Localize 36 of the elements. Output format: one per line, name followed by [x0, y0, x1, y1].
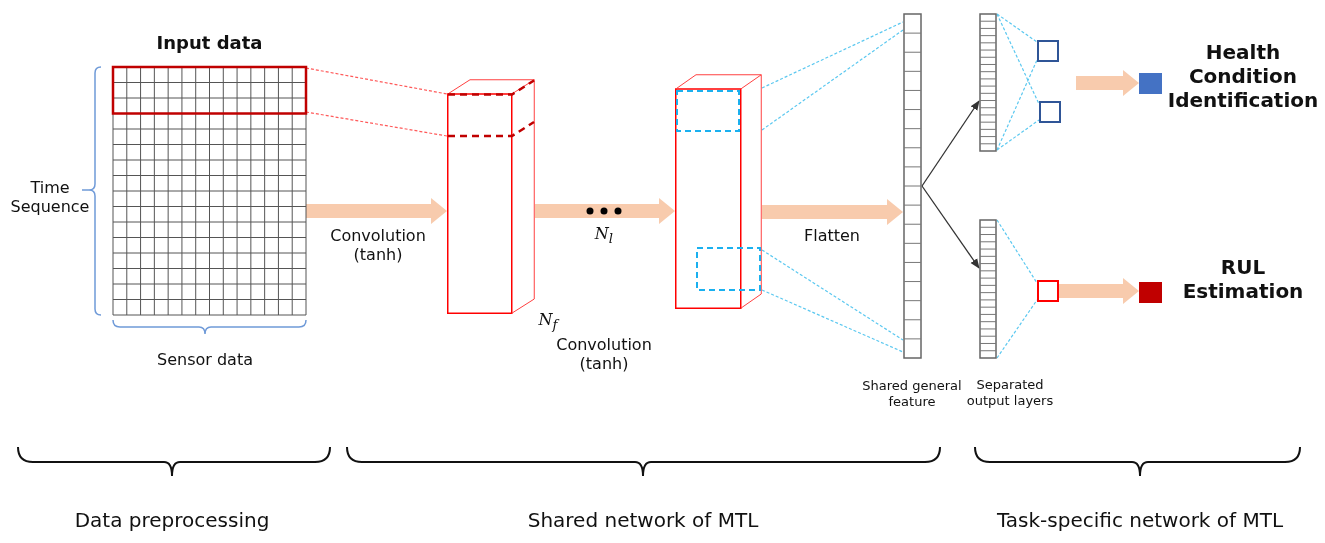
block-arrow: [762, 199, 903, 225]
node-label: Health Condition Identification: [1166, 40, 1320, 112]
color-swatch: [1139, 282, 1162, 303]
section-label: Data preprocessing: [74, 508, 270, 532]
projection-line: [305, 111, 448, 137]
color-swatch: [1139, 73, 1162, 94]
projection-line: [305, 67, 448, 95]
projection-line: [761, 21, 904, 89]
projection-line: [761, 249, 904, 341]
projection-line: [996, 59, 1038, 151]
output-neuron: [1037, 280, 1059, 302]
axis-label: Time Sequence: [9, 178, 91, 217]
section-label: Task-specific network of MTL: [996, 508, 1284, 532]
axis-label: Separated output layers: [965, 377, 1055, 409]
node-label: Shared general feature: [861, 378, 963, 410]
projection-line: [996, 219, 1038, 284]
block-arrow: [535, 198, 675, 224]
axis-label: Sensor data: [157, 350, 253, 370]
block-arrow: [1076, 70, 1139, 96]
projection-line: [996, 13, 1038, 43]
symbol-label: N$_{f}$: [538, 310, 558, 334]
axis-label: Convolution (tanh): [555, 335, 653, 374]
output-neuron: [1037, 40, 1059, 62]
block-arrow: [306, 198, 447, 224]
projection-line: [996, 299, 1038, 359]
node-label: RUL Estimation: [1181, 255, 1305, 303]
section-label: Shared network of MTL: [527, 508, 759, 532]
heading: Input data: [156, 32, 263, 53]
arrow: [921, 185, 980, 269]
arrow: [921, 100, 980, 187]
projection-line: [996, 119, 1040, 151]
block-arrow: [1059, 278, 1139, 304]
projection-line: [761, 289, 904, 353]
output-neuron: [1039, 101, 1061, 123]
projection-line: [996, 13, 1040, 105]
projection-line: [761, 29, 904, 131]
